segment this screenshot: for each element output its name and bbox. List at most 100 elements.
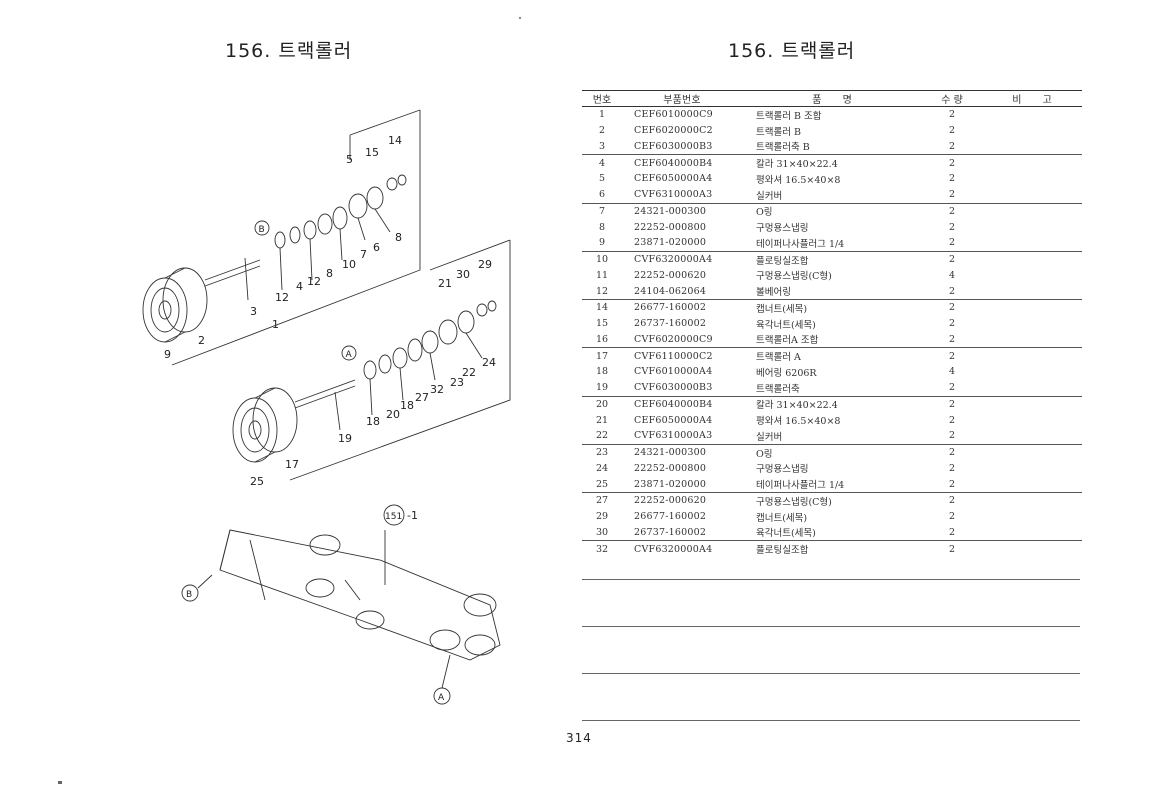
cell-quantity: 2: [948, 157, 956, 169]
cell-part-number: CVF6110000C2: [634, 350, 713, 362]
callout-label: 15: [365, 146, 379, 159]
cell-part-number: CEF6040000B4: [634, 398, 713, 410]
cell-item-no: [982, 107, 1082, 123]
cell-part-number: 24321-000300: [634, 447, 707, 459]
cell-part-number: CVF6030000B3: [622, 379, 742, 397]
cell-part-number: 24104-062064: [622, 283, 742, 301]
header-part-number: 부품번호: [622, 90, 742, 107]
callout-label: 3: [250, 305, 257, 318]
cell-quantity: 2: [948, 447, 956, 459]
cell-item-no: 9: [582, 235, 622, 252]
cell-item-no: 2: [598, 125, 606, 137]
circle-label-a: A: [346, 350, 353, 360]
blank-row-rule: [582, 720, 1080, 721]
cell-quantity: 2: [922, 524, 982, 542]
cell-item-no: 7: [598, 205, 606, 217]
callout-label: 9: [164, 348, 171, 361]
cell-item-no: 20: [595, 398, 609, 410]
cell-part-number: 23871-020000: [622, 476, 742, 494]
cell-part-name: 실커버: [742, 428, 922, 445]
callout-label: 7: [360, 248, 367, 261]
cell-quantity: 2: [948, 495, 956, 507]
scan-speck: [58, 781, 62, 784]
cell-item-no: 5: [598, 173, 606, 185]
frame-circle-label-a: A: [438, 693, 445, 703]
cell-item-no: [982, 251, 1082, 267]
cell-part-number: CEF6050000A4: [634, 173, 713, 185]
scan-speck: [519, 17, 521, 19]
page-number: 314: [566, 731, 592, 745]
exploded-parts-diagram: 14 15 5 8 6 7 10 8 12 4 12 3 1 2 9 29 30…: [142, 109, 511, 705]
cell-part-number: CEF6010000C9: [634, 109, 713, 121]
cell-quantity: 2: [948, 543, 956, 555]
blank-row-rule: [582, 673, 1080, 674]
callout-label: 4: [296, 280, 303, 293]
cell-part-number: CVF6020000C9: [622, 331, 742, 349]
cell-quantity: 2: [948, 414, 956, 426]
callout-label: 10: [342, 258, 356, 271]
cell-item-no: 15: [595, 318, 609, 330]
cell-part-number: 26737-160002: [634, 318, 707, 330]
cell-item-no: 22: [582, 428, 622, 445]
callout-label: 27: [415, 391, 429, 404]
cell-item-no: [982, 541, 1082, 557]
cell-part-number: 23871-020000: [622, 235, 742, 252]
cell-item-no: 16: [582, 331, 622, 349]
cell-part-number: CEF6030000B3: [622, 138, 742, 156]
table-header-row: 번호 부품번호 품 명 수 량 비 고: [582, 90, 1082, 107]
cell-item-no: 12: [582, 283, 622, 301]
cell-quantity: 2: [948, 511, 956, 523]
cell-item-no: 11: [595, 269, 609, 281]
cell-item-no: 17: [595, 350, 609, 362]
cell-part-number: CVF6010000A4: [634, 366, 713, 378]
cell-part-name: 테이퍼나사플러그 1/4: [742, 476, 922, 494]
cell-quantity: 2: [922, 428, 982, 445]
cell-item-no: [982, 396, 1082, 412]
cell-part-number: 22252-000620: [634, 495, 707, 507]
cell-item-no: [982, 123, 1082, 139]
cell-part-number: 26677-160002: [634, 511, 707, 523]
cell-part-name: 칼라 31×40×22.4: [756, 400, 838, 412]
upper-shaft: [204, 259, 261, 281]
header-no: 번호: [582, 90, 622, 107]
cell-item-no: [982, 300, 1082, 316]
cell-part-name: 트랙롤러A 조합: [742, 331, 922, 349]
cell-part-name: 칼라 31×40×22.4: [756, 159, 838, 171]
cell-part-name: O링: [756, 448, 773, 460]
frame-circle-label-b: B: [186, 590, 192, 600]
cell-item-no: 27: [595, 495, 609, 507]
callout-label: 18: [366, 415, 380, 428]
cell-quantity: 2: [948, 109, 956, 121]
cell-part-number: CEF6040000B4: [634, 157, 713, 169]
callout-label: 22: [462, 366, 476, 379]
cell-item-no: [982, 283, 1082, 301]
callout-label: 17: [285, 458, 299, 471]
cell-item-no: 32: [595, 543, 609, 555]
cell-part-name: 육각너트(세목): [756, 319, 816, 331]
cell-item-no: [982, 444, 1082, 460]
track-frame-outline: [219, 529, 501, 661]
cell-item-no: [982, 461, 1082, 477]
cell-item-no: [982, 155, 1082, 171]
callout-label: 32: [430, 383, 444, 396]
cell-item-no: [982, 203, 1082, 219]
cell-part-number: CEF6020000C2: [634, 125, 713, 137]
cell-item-no: [982, 493, 1082, 509]
cell-quantity: 4: [948, 366, 956, 378]
cell-item-no: 6: [582, 186, 622, 204]
callout-label: 24: [482, 356, 496, 369]
